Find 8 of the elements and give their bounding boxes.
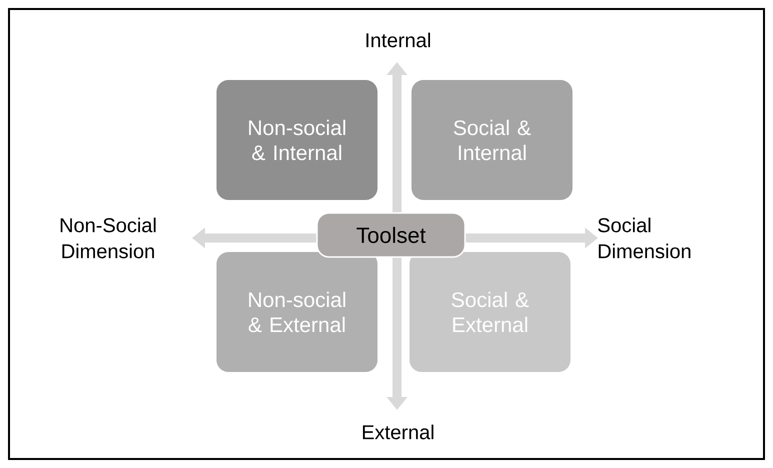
axis-label: Non-Social Dimension (60, 218, 156, 258)
axis-label: Social Dimension (598, 218, 690, 258)
center-box: Toolset (316, 212, 466, 258)
quadrant-box: Non-social & Internal (216, 80, 378, 200)
quadrant-box: Social & Internal (412, 80, 572, 200)
quadrant-box: Non-social & External (216, 252, 378, 372)
axis-label: Internal (366, 32, 430, 48)
axis-label: External (362, 424, 434, 440)
